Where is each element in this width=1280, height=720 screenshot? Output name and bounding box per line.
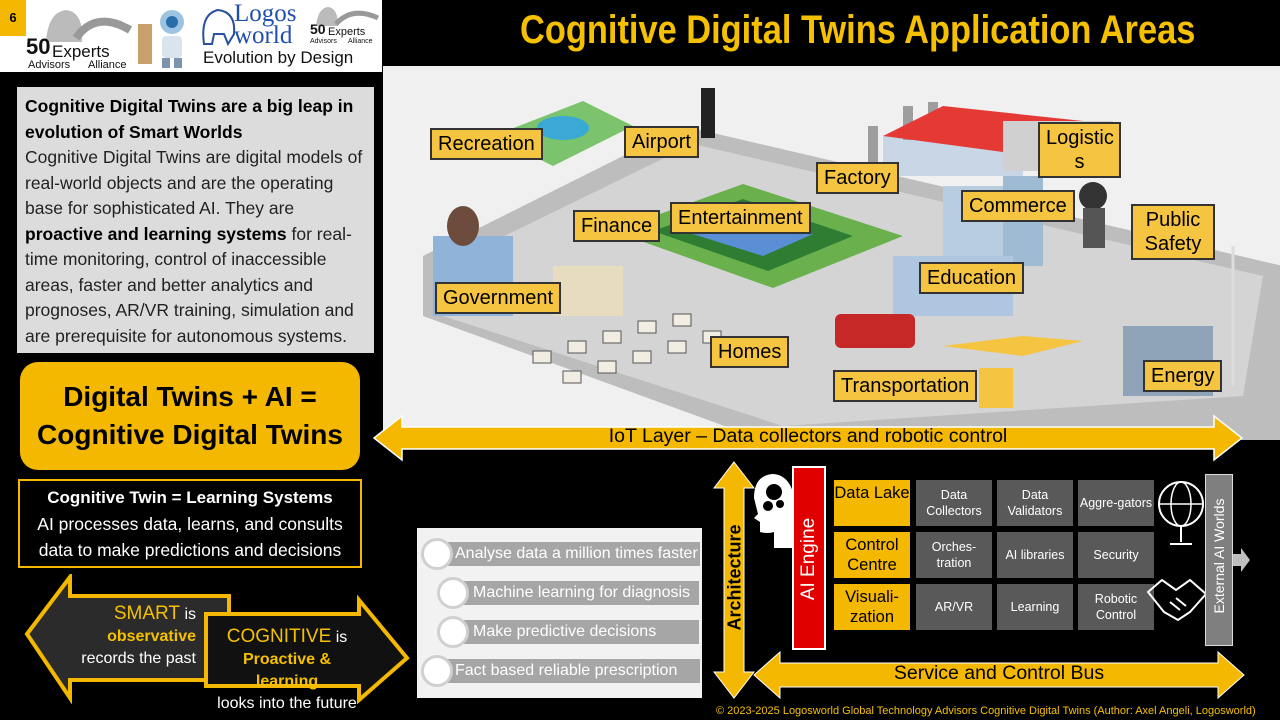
area-government: Government [435,282,562,314]
area-logistics: Logistic s [1038,122,1121,178]
row-head-data-lake: Data Lake [834,480,910,526]
cell-orchestration: Orches-tration [916,532,992,578]
gorilla-logo-icon-2 [316,7,380,26]
page-title: Cognitive Digital Twins Application Area… [520,8,1196,52]
ai-engine-label: AI Engine [798,517,819,601]
intro-body-bold: proactive and learning systems [25,223,287,244]
external-ai-worlds-label: External AI Worlds [1211,498,1227,614]
logo-50: 50 [26,34,51,59]
iot-layer-arrow [372,414,1244,462]
cognitive-desc: looks into the future [217,695,357,712]
cognitive-adj: Proactive & learning [242,651,332,690]
area-commerce: Commerce [961,190,1075,222]
gorilla-logo-icon [46,10,133,42]
cell-data-validators: Data Validators [997,480,1073,526]
logo-alliance-small: Alliance [348,38,373,45]
cell-security: Security [1078,532,1154,578]
smart-text: SMART is observative records the past [76,603,196,670]
row-head-control-centre: Control Centre [834,532,910,578]
intro-panel: Cognitive Digital Twins are a big leap i… [17,87,374,353]
intro-heading: Cognitive Digital Twins are a big leap i… [25,96,354,142]
area-education: Education [919,262,1024,294]
external-ai-worlds-bar [1205,474,1233,646]
learning-systems-box: Cognitive Twin = Learning Systems AI pro… [18,479,362,568]
logo-advisors-small: Advisors [310,38,337,45]
logo-alliance: Alliance [88,59,127,71]
area-airport: Airport [624,126,699,158]
smart-cognitive-arrows [24,574,410,704]
cognitive-is: is [335,629,348,646]
equation-line-2: Cognitive Digital Twins [37,419,343,450]
logo-bar: 50 Experts Advisors Alliance Logos world… [0,0,382,72]
experts-alliance-logo: 50 Experts Advisors Alliance [26,4,134,71]
smart-word: SMART [113,603,180,624]
world-text: world [234,22,293,49]
logos-text: Logos [234,0,297,27]
learning-line-2: data to make predictions and decisions [38,540,342,560]
step-3: Make predictive decisions [463,620,699,644]
equation-box: Digital Twins + AI = Cognitive Digital T… [20,362,360,470]
elephant-logo-icon [202,8,236,47]
intro-body-1: Cognitive Digital Twins are digital mode… [25,147,363,218]
area-transportation: Transportation [833,370,978,402]
area-energy: Energy [1143,360,1223,392]
iot-layer-label: IoT Layer – Data collectors and robotic … [608,425,1008,447]
step-4-dot-icon [421,655,453,687]
logo-experts: Experts [52,42,110,61]
step-3-dot-icon [437,616,469,648]
smart-adj: observative [107,628,196,645]
learning-title: Cognitive Twin = Learning Systems [47,488,333,507]
row-head-visualization: Visuali-zation [834,584,910,630]
page-number: 6 [0,0,26,36]
logo-experts-small: Experts [328,26,366,38]
city-illustration: Recreation Airport Logistic s Factory Co… [383,66,1280,440]
step-2: Machine learning for diagnosis [463,581,699,605]
cell-learning: Learning [997,584,1073,630]
logo-advisors: Advisors [28,59,71,71]
bus-icon [835,314,915,348]
arrow-right-icon [1233,548,1250,572]
experts-alliance-logo-2: 50 Experts Advisors Alliance [308,4,380,48]
intro-body: Cognitive Digital Twins are digital mode… [25,145,366,349]
architecture-label: Architecture [724,524,745,631]
ai-capabilities-list: Analyse data a million times faster Mach… [417,528,702,698]
service-bus-arrow [753,650,1245,700]
cell-robotic-control: Robotic Control [1078,584,1154,630]
intro-body-2: for real-time monitoring, control of ina… [25,223,354,346]
area-recreation: Recreation [430,128,543,160]
equation-line-1: Digital Twins + AI = [63,381,317,412]
architecture-arrow [712,461,756,699]
step-4: Fact based reliable prescription [445,659,700,683]
smart-desc: records the past [81,650,196,667]
step-2-dot-icon [437,577,469,609]
area-entertainment: Entertainment [670,202,811,234]
cognitive-word: COGNITIVE [226,626,332,647]
cell-ai-libraries: AI libraries [997,532,1073,578]
logo-50-small: 50 [310,21,326,37]
cell-ar-vr: AR/VR [916,584,992,630]
step-1-dot-icon [421,538,453,570]
learning-line-1: AI processes data, learns, and consults [37,514,343,534]
robot-painter-icon [138,10,184,68]
cell-data-collectors: Data Collectors [916,480,992,526]
area-homes: Homes [710,336,790,368]
handshake-icon [1146,578,1208,622]
ai-head-gears-icon [754,474,797,548]
footer-copyright: © 2023-2025 Logosworld Global Technology… [716,705,1256,717]
cell-aggregators: Aggre-gators [1078,480,1154,526]
area-finance: Finance [573,210,661,242]
smart-is: is [184,606,196,623]
logosworld-tagline: Evolution by Design [203,48,354,67]
service-bus-label: Service and Control Bus [893,662,1105,684]
step-1: Analyse data a million times faster [445,542,700,566]
area-factory: Factory [816,162,899,194]
cognitive-text: COGNITIVE is Proactive & learning looks … [212,626,362,715]
area-public-safety: Public Safety [1131,204,1215,260]
ai-engine-bar [792,466,826,650]
globe-icon [1158,481,1204,545]
